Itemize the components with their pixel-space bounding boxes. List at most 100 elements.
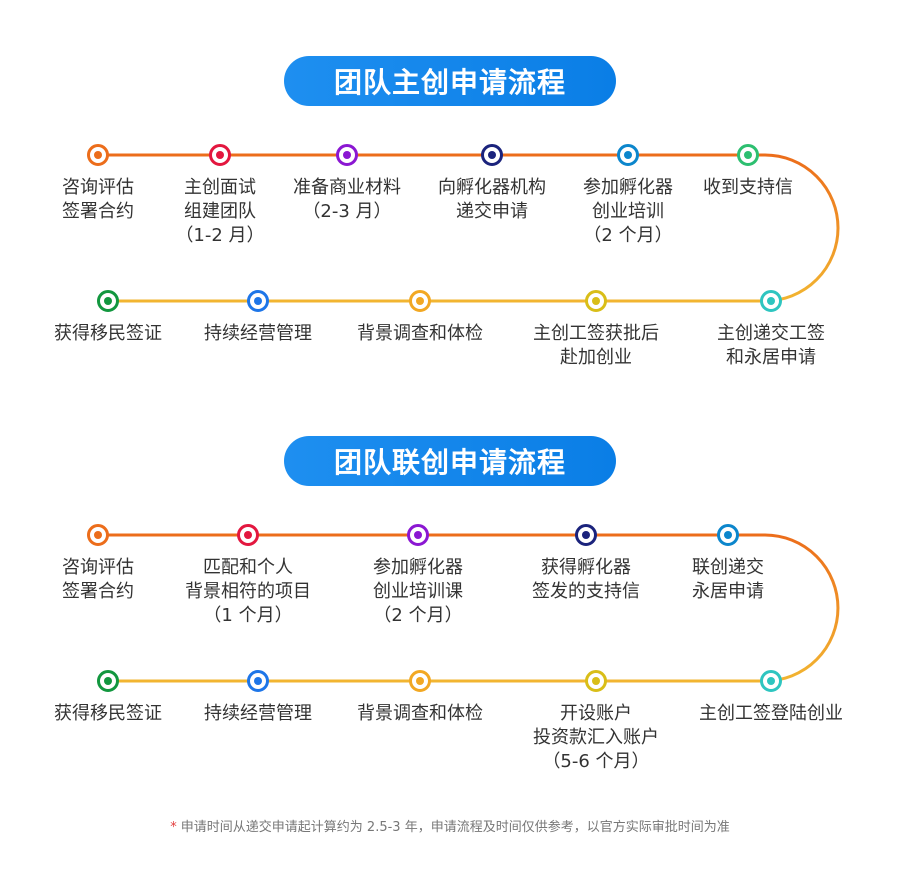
step-node [336,144,358,166]
step-label-line: 主创面试 [184,177,256,198]
step-node-dot [104,297,112,305]
step-label: 获得孵化器签发的支持信 [511,556,661,604]
step-node-dot [343,151,351,159]
step-node-dot [414,531,422,539]
step-node-dot [416,297,424,305]
step-label-line: 投资款汇入账户 [533,727,659,748]
step-node [409,290,431,312]
step-label: 背景调查和体检 [345,322,495,346]
step-label-line: 主创递交工签 [717,323,825,344]
step-node-dot [744,151,752,159]
step-label-line: （2 个月） [373,605,463,626]
step-node-dot [582,531,590,539]
step-label: 参加孵化器创业培训课 （2 个月） [343,556,493,628]
flow-line-curve [728,533,840,683]
step-node-dot [104,677,112,685]
step-node-dot [624,151,632,159]
step-label-line: 持续经营管理 [204,323,312,344]
step-label-line: （2-3 月） [302,201,392,222]
step-label-line: 收到支持信 [703,177,793,198]
step-node [760,670,782,692]
step-node [717,524,739,546]
step-node-dot [592,297,600,305]
step-node [97,290,119,312]
step-label: 联创递交永居申请 [653,556,803,604]
step-label-line: （5-6 个月） [542,751,650,772]
step-label-line: （1 个月） [203,605,293,626]
footnote-star: * [170,820,177,835]
step-label-line: 创业培训 [592,201,664,222]
flow-line-curve [748,153,840,303]
step-node-dot [767,297,775,305]
step-node [87,524,109,546]
step-label: 收到支持信 [673,176,823,200]
step-label: 匹配和个人背景相符的项目 （1 个月） [173,556,323,628]
step-label-line: 参加孵化器 [373,557,463,578]
step-label-line: 准备商业材料 [293,177,401,198]
step-node [237,524,259,546]
step-label-line: （2 个月） [583,225,673,246]
step-node-dot [94,531,102,539]
step-label: 咨询评估签署合约 [23,556,173,604]
step-label-line: 签署合约 [62,201,134,222]
step-label: 持续经营管理 [183,702,333,726]
step-node [97,670,119,692]
step-node [760,290,782,312]
footnote: *申请时间从递交申请起计算约为 2.5-3 年，申请流程及时间仅供参考，以官方实… [0,816,900,835]
step-node [575,524,597,546]
step-node-dot [724,531,732,539]
step-node [247,670,269,692]
step-node-dot [592,677,600,685]
step-label-line: 创业培训课 [373,581,463,602]
step-label-line: 主创工签获批后 [533,323,659,344]
step-node-dot [244,531,252,539]
step-label-line: 递交申请 [456,201,528,222]
step-label: 背景调查和体检 [345,702,495,726]
step-label-line: 背景调查和体检 [357,323,483,344]
step-label-line: 咨询评估 [62,177,134,198]
step-node [407,524,429,546]
step-node-dot [488,151,496,159]
step-node-dot [254,677,262,685]
step-label: 主创递交工签和永居申请 [696,322,846,370]
step-label-line: 获得孵化器 [541,557,631,578]
step-label-line: 背景调查和体检 [357,703,483,724]
step-label-line: 背景相符的项目 [185,581,311,602]
step-label-line: 向孵化器机构 [438,177,546,198]
step-node-dot [767,677,775,685]
step-node-dot [94,151,102,159]
step-node [737,144,759,166]
step-node-dot [216,151,224,159]
step-label-line: 参加孵化器 [583,177,673,198]
flow-title-1: 团队主创申请流程 [284,56,616,106]
step-node [585,670,607,692]
step-label-line: 开设账户 [560,703,632,724]
step-label-line: （1-2 月） [175,225,265,246]
step-label-line: 永居申请 [692,581,764,602]
step-label-line: 咨询评估 [62,557,134,578]
step-label: 参加孵化器创业培训 （2 个月） [553,176,703,248]
step-label: 主创面试组建团队 （1-2 月） [145,176,295,248]
step-label-line: 持续经营管理 [204,703,312,724]
step-label: 持续经营管理 [183,322,333,346]
step-label-line: 匹配和个人 [203,557,293,578]
step-label: 主创工签登陆创业 [696,702,846,726]
step-label: 咨询评估签署合约 [23,176,173,224]
step-node [481,144,503,166]
step-node-dot [254,297,262,305]
step-label-line: 获得移民签证 [54,323,162,344]
step-node [87,144,109,166]
step-node [617,144,639,166]
step-label-line: 组建团队 [184,201,256,222]
flow-title-2: 团队联创申请流程 [284,436,616,486]
step-label-line: 主创工签登陆创业 [699,703,843,724]
step-label-line: 签署合约 [62,581,134,602]
step-label-line: 获得移民签证 [54,703,162,724]
step-label: 获得移民签证 [33,322,183,346]
step-label-line: 联创递交 [692,557,764,578]
step-label: 主创工签获批后赴加创业 [521,322,671,370]
step-node-dot [416,677,424,685]
step-label: 准备商业材料 （2-3 月） [272,176,422,224]
